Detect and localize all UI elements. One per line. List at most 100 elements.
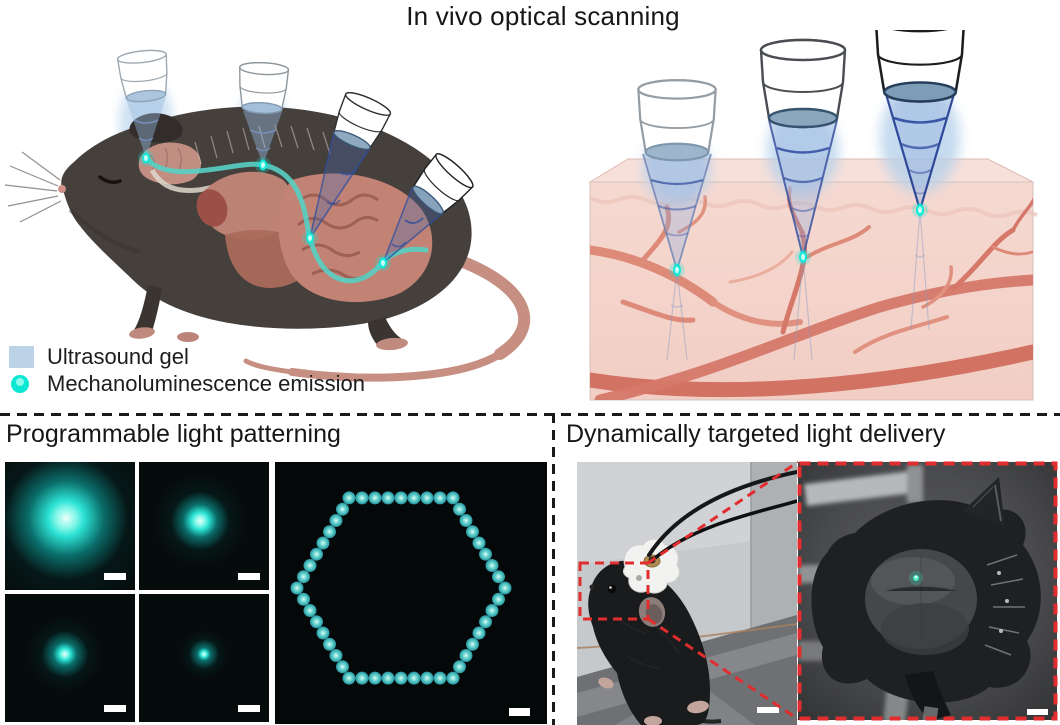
black-mouse-body <box>588 560 711 725</box>
hexagon-dot <box>492 570 505 584</box>
hexagon-dot <box>394 491 408 505</box>
ml-spot-image <box>5 462 135 590</box>
gel-swatch-icon <box>9 346 34 368</box>
delivery-panel-title: Dynamically targeted light delivery <box>566 420 946 448</box>
hexagon-dot <box>433 491 447 505</box>
whisker-highlights <box>984 554 1025 656</box>
ml-spot-image-grid <box>5 462 269 722</box>
scale-bar <box>104 573 126 580</box>
hexagon-dot <box>336 660 349 674</box>
mouse-eye <box>607 584 617 594</box>
mouse-whiskers <box>4 151 62 223</box>
hexagon-dot <box>290 581 304 595</box>
hexagon-dot <box>336 502 349 516</box>
hexagon-dot <box>492 592 505 606</box>
hexagon-dot <box>446 671 460 685</box>
hexagon-dot <box>498 581 512 595</box>
hexagon-dot <box>355 491 369 505</box>
scale-bar <box>757 707 779 713</box>
zoom-source-box <box>578 561 650 621</box>
mouse-nose <box>589 584 595 590</box>
page-title: In vivo optical scanning <box>406 1 680 31</box>
ml-emission-dots <box>669 202 928 278</box>
hexagon-dot <box>446 491 460 505</box>
mouse-organs <box>138 124 433 303</box>
scale-bar <box>238 705 260 712</box>
hexagon-dot <box>381 491 395 505</box>
targeted-delivery-photos <box>577 460 1058 725</box>
hexagon-dot <box>355 671 369 685</box>
transducer-2 <box>236 60 290 116</box>
ml-spot-image <box>5 594 135 722</box>
hexagon-dot <box>485 559 499 572</box>
hexagon-dot <box>329 649 343 662</box>
hexagon-dot <box>472 536 486 550</box>
hexagon-dot <box>394 671 408 685</box>
hexagon-dot <box>297 570 310 584</box>
ribs <box>194 124 331 165</box>
heart <box>196 189 228 227</box>
hexagon-dot-pattern <box>290 491 512 685</box>
hexagon-dot <box>342 671 356 685</box>
mouse-photo <box>577 462 797 725</box>
mouse-tail <box>452 254 531 360</box>
hexagon-dot <box>433 671 447 685</box>
hexagon-dot <box>310 615 323 629</box>
scale-bar <box>1027 709 1048 715</box>
ml-spot-image <box>139 594 269 722</box>
legend-item-gel: Ultrasound gel <box>9 344 365 369</box>
snout <box>905 671 951 720</box>
skin-texture-line <box>589 195 1038 219</box>
mouse-eye <box>98 175 122 185</box>
zoom-annotation <box>578 460 1058 721</box>
legend-label-gel: Ultrasound gel <box>47 344 189 369</box>
ultrasound-beams <box>642 93 956 361</box>
hexagon-dot <box>479 615 492 629</box>
hexagon-dot <box>303 559 317 572</box>
hexagon-dot <box>407 671 421 685</box>
hexagon-dot <box>368 491 382 505</box>
transducer-1 <box>637 79 717 162</box>
scale-bar <box>104 705 126 712</box>
hexagon-dot <box>342 491 356 505</box>
hexagon-dot <box>479 547 492 561</box>
in-vivo-mouse-illustration <box>4 47 531 382</box>
lung <box>202 171 294 240</box>
hexagon-dot <box>297 592 310 606</box>
transducer-3 <box>326 88 394 156</box>
legend-label-emission: Mechanoluminescence emission <box>47 371 365 396</box>
mouse-front-leg <box>134 285 162 332</box>
hexagon-dot <box>310 547 323 561</box>
ml-emission-dot <box>909 571 923 585</box>
hind-foot <box>687 700 709 714</box>
hexagon-dot <box>407 491 421 505</box>
hexagon-dot <box>381 671 395 685</box>
mouse-illustration <box>4 106 531 382</box>
transducer-2 <box>759 38 847 129</box>
hexagon-dot <box>316 536 330 550</box>
transducer-1 <box>116 47 172 105</box>
ml-emission-dots <box>138 150 391 271</box>
ml-spot-image <box>139 462 269 590</box>
zoom-link-line-bottom <box>647 617 799 721</box>
fiber-cable-2 <box>653 499 797 560</box>
zoom-link-line-top <box>647 460 799 565</box>
mouse-front-foot <box>129 327 155 339</box>
tissue-scanning-illustration <box>588 30 1038 401</box>
headpost-bar <box>804 471 910 507</box>
mouse-ear <box>129 113 183 143</box>
hexagon-dot <box>485 604 499 617</box>
hexagon-dot <box>453 502 466 516</box>
emission-dot-icon <box>11 375 29 393</box>
scale-bar <box>238 573 260 580</box>
hexagon-dot <box>329 514 343 527</box>
mouse-nose <box>58 185 66 193</box>
hexagon-dot <box>466 525 479 539</box>
hexagon-dot <box>459 649 473 662</box>
head-zoom-photo <box>798 462 1057 720</box>
hexagon-dot <box>323 525 336 539</box>
scale-bar <box>509 708 530 716</box>
patterning-panel-title: Programmable light patterning <box>6 420 341 448</box>
legend: Ultrasound gel Mechanoluminescence emiss… <box>9 344 365 399</box>
